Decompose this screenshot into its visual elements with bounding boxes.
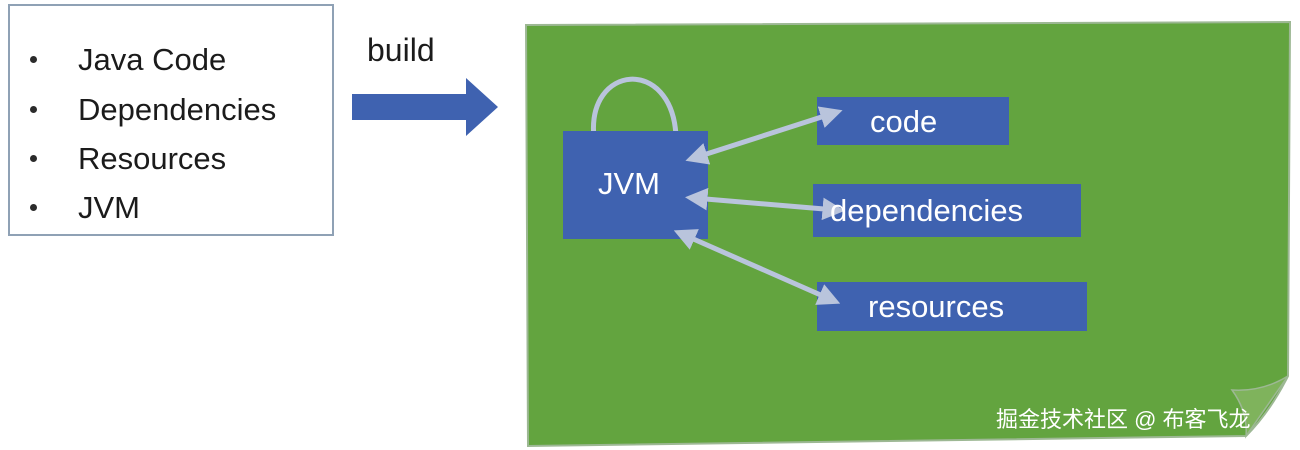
jvm-label: JVM [598, 166, 660, 201]
dependencies-arrow [685, 187, 845, 221]
resources-box [817, 282, 1087, 331]
list-item-label: Java Code [78, 42, 227, 77]
dependencies-label: dependencies [830, 193, 1024, 228]
code-box [817, 97, 1009, 145]
folded-corner [1230, 375, 1289, 439]
build-label: build [367, 32, 435, 68]
watermark: 掘金技术社区 @ 布客飞龙 [996, 407, 1251, 432]
resources-label: resources [868, 289, 1005, 324]
dependencies-box [813, 184, 1081, 237]
code-label: code [870, 104, 938, 139]
source-list-box: Java Code Dependencies Resources JVM [8, 4, 334, 236]
code-arrow [685, 106, 843, 165]
list-item-label: JVM [78, 190, 140, 225]
bullet-icon [30, 56, 37, 63]
jvm-box [563, 131, 708, 239]
list-item-label: Resources [78, 141, 227, 176]
bullet-icon [30, 155, 37, 162]
resources-arrow [673, 229, 841, 305]
build-arrow [352, 78, 498, 136]
list-item-label: Dependencies [78, 92, 277, 127]
bullet-icon [30, 204, 37, 211]
bullet-icon [30, 106, 37, 113]
jvm-handle [591, 76, 679, 139]
